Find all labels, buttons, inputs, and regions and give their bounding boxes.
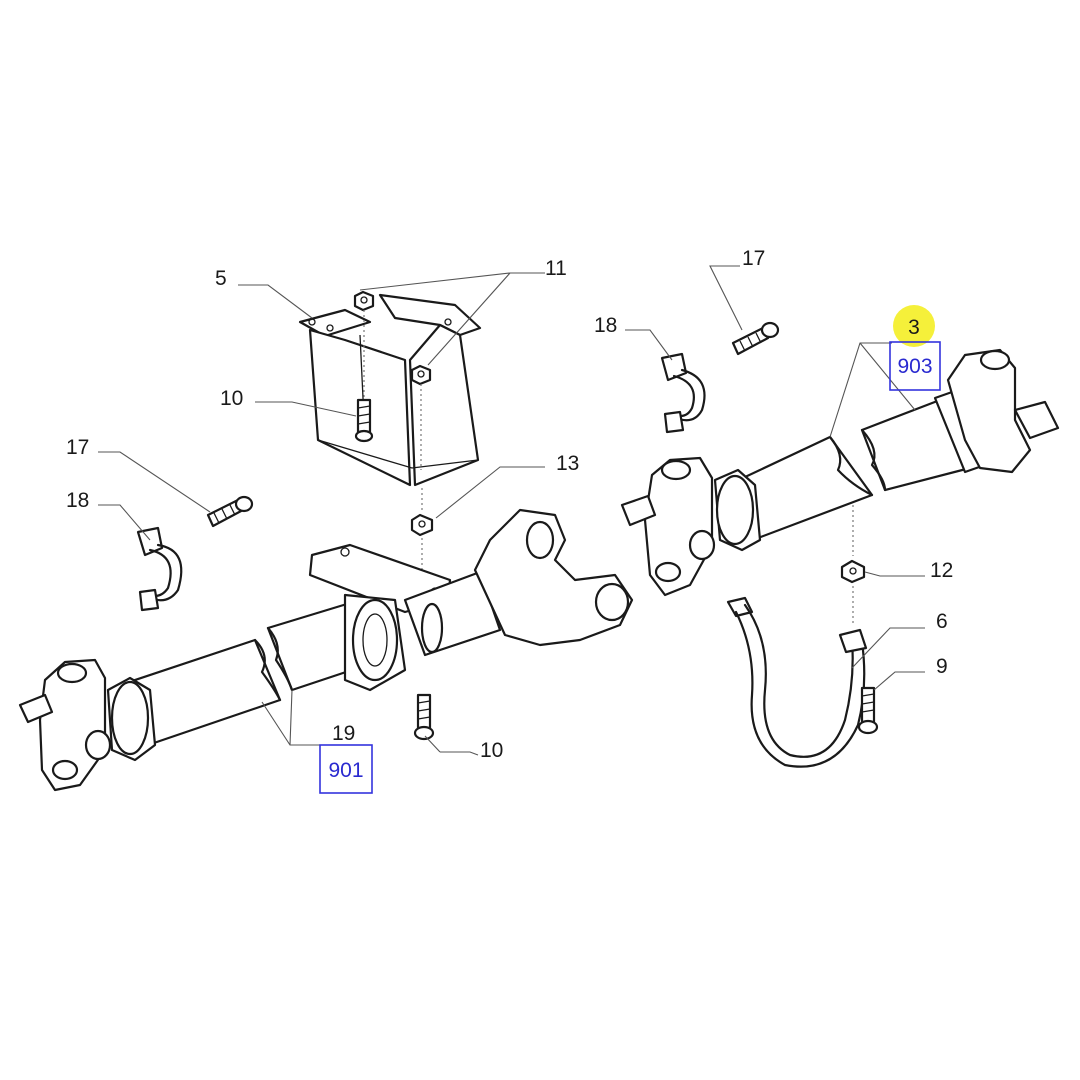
bolt-10-upper [354, 398, 374, 443]
callouts: 5 11 10 17 18 13 19 10 18 17 12 6 9 [66, 247, 953, 762]
bolt-17-right [731, 321, 780, 356]
support-strap-6 [726, 596, 868, 768]
callout-13[interactable]: 13 [556, 452, 579, 475]
left-drive-shaft [18, 508, 634, 792]
highlight-marker [893, 305, 935, 347]
bolt-10-lower [413, 693, 435, 741]
callout-9[interactable]: 9 [936, 655, 948, 678]
nut-11-a [353, 290, 375, 312]
reference-901[interactable]: 901 [319, 744, 373, 794]
reference-903[interactable]: 903 [889, 341, 941, 391]
nut-13 [410, 513, 434, 537]
reference-901-label[interactable]: 901 [328, 759, 363, 782]
bolt-9 [857, 686, 879, 735]
callout-3-highlighted[interactable]: 3 [893, 305, 935, 347]
callout-12[interactable]: 12 [930, 559, 953, 582]
callout-3[interactable]: 3 [908, 316, 920, 339]
clamp-18-left [136, 526, 183, 612]
callout-18-left[interactable]: 18 [66, 489, 89, 512]
reference-903-label[interactable]: 903 [897, 355, 932, 378]
callout-17-right[interactable]: 17 [742, 247, 765, 270]
nut-12 [840, 559, 866, 584]
right-drive-shaft [620, 348, 1060, 597]
callout-17-left[interactable]: 17 [66, 436, 89, 459]
callout-5[interactable]: 5 [215, 267, 227, 290]
callout-11[interactable]: 11 [545, 257, 567, 280]
callout-10-lower[interactable]: 10 [480, 739, 503, 762]
nut-11-b [410, 364, 432, 386]
callout-19[interactable]: 19 [332, 722, 355, 745]
clamp-18-right [660, 352, 706, 434]
callout-6[interactable]: 6 [936, 610, 948, 633]
bolt-17-left [206, 495, 254, 528]
support-bracket [298, 293, 482, 487]
callout-18-right[interactable]: 18 [594, 314, 617, 337]
callout-10-upper[interactable]: 10 [220, 387, 243, 410]
